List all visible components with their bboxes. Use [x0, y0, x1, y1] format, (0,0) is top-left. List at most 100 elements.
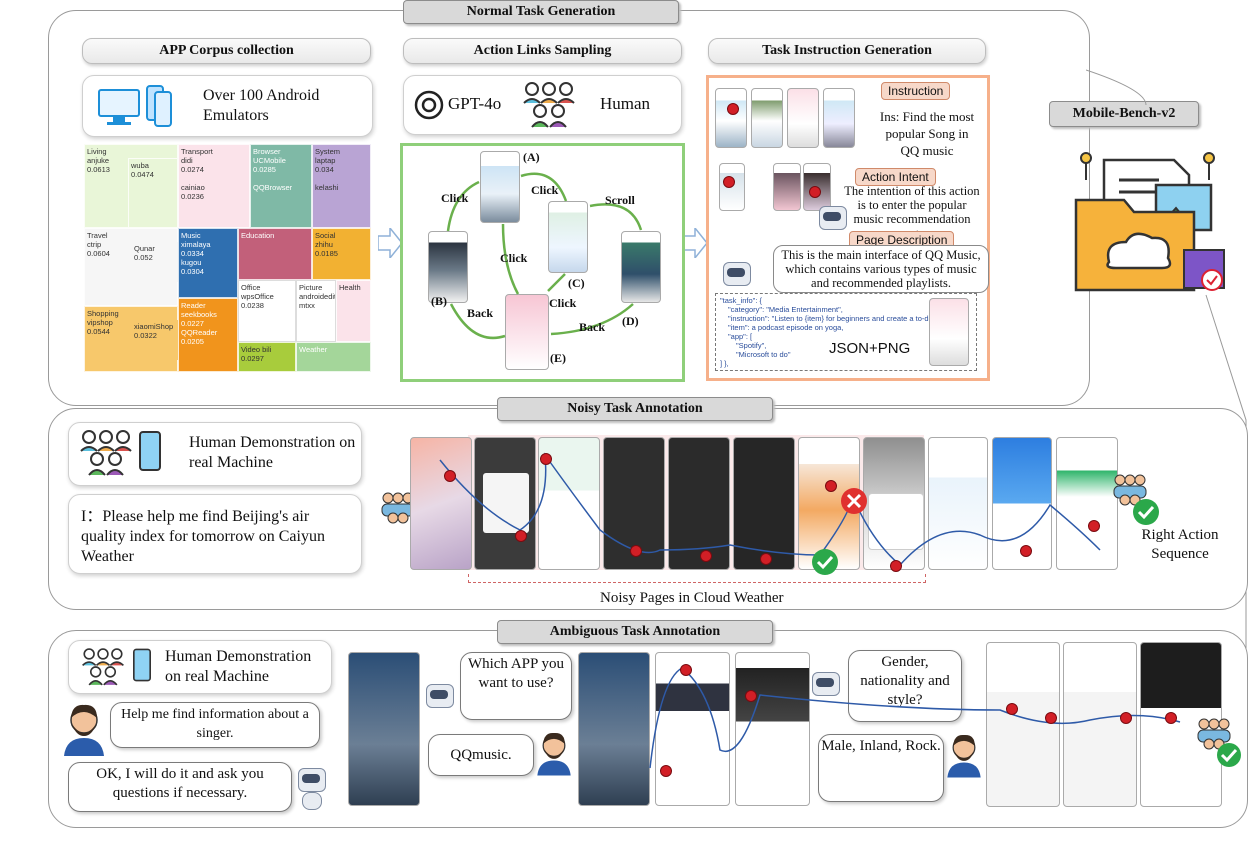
treemap-health: Health	[336, 280, 371, 342]
node-e-label: (E)	[550, 351, 566, 365]
noisy-demo-text: Human Demonstration on real Machine	[189, 434, 356, 471]
tap-dot	[723, 176, 735, 188]
right-sequence-label: Right Action Sequence	[1141, 527, 1219, 562]
noisy-task-title: Noisy Task Annotation	[497, 397, 773, 421]
dialog-box	[483, 473, 529, 533]
dialog-box	[868, 493, 924, 550]
treemap-education: Education	[238, 228, 312, 280]
check-icon	[1133, 499, 1159, 525]
people-icon	[82, 648, 124, 686]
right-screen-3	[1056, 437, 1118, 570]
check-icon	[812, 549, 838, 575]
action-label: Click	[441, 191, 469, 205]
tap-dot	[727, 103, 739, 115]
gpt-label: GPT-4o	[448, 94, 502, 113]
node-a-label: (A)	[523, 150, 540, 164]
normal-task-title: Normal Task Generation	[403, 0, 679, 24]
node-d-label: (D)	[622, 314, 639, 328]
tap-dot	[515, 530, 527, 542]
folder-cloud-icon	[1074, 152, 1225, 292]
page-text: This is the main interface of QQ Music, …	[773, 245, 989, 293]
screen-a	[480, 151, 520, 223]
user-avatar-icon	[537, 732, 571, 776]
instruction-panel: Instruction Ins: Find the most popular S…	[706, 75, 990, 381]
tap-dot	[1120, 712, 1132, 724]
gpt-human-card: GPT-4o Human	[403, 75, 682, 135]
crowd-icon	[1197, 718, 1231, 750]
action-arrows	[446, 172, 643, 340]
robot-icon	[723, 262, 751, 286]
action-label: Click	[531, 183, 559, 197]
tap-dot	[630, 545, 642, 557]
which-app-bubble: Which APP you want to use?	[460, 652, 572, 720]
tap-dot	[700, 550, 712, 562]
screen-d	[621, 231, 661, 303]
treemap-weather: Weather	[296, 342, 371, 372]
tap-dot	[444, 470, 456, 482]
male-bubble: Male, Inland, Rock.	[818, 734, 944, 802]
singer-list-2	[1063, 642, 1137, 807]
ambiguous-demo-text: Human Demonstration on real Machine	[165, 648, 312, 685]
json-block: "task_info": { "category": "Media Entert…	[715, 293, 977, 371]
noisy-pages-label: Noisy Pages in Cloud Weather	[600, 590, 784, 606]
gender-bubble: Gender, nationality and style?	[848, 650, 962, 722]
openai-icon	[414, 90, 444, 120]
phone-icon	[139, 431, 161, 471]
tap-dot	[1020, 545, 1032, 557]
check-icon	[1217, 743, 1241, 767]
json-line: "Microsoft to do"	[736, 350, 791, 359]
crowd-icon	[1113, 474, 1147, 506]
error-icon	[841, 488, 867, 514]
app-grid-screen	[578, 652, 650, 806]
instr-screen	[823, 88, 855, 148]
instruction-text: Ins: Find the most popular Song in QQ mu…	[879, 109, 975, 158]
tap-dot	[890, 560, 902, 572]
user-avatar-icon	[64, 704, 104, 756]
treemap-video: Video bili 0.0297	[238, 342, 296, 372]
screen-c	[548, 201, 588, 273]
noisy-screen-2	[474, 437, 536, 570]
robot-body	[302, 792, 322, 810]
json-line: "item": a podcast episode on yoga,	[728, 323, 844, 332]
ambiguous-trajectory	[649, 667, 1181, 769]
instr-screen	[715, 88, 747, 148]
qqmusic-bubble: QQmusic.	[428, 734, 534, 776]
json-png-label: JSON+PNG	[829, 340, 911, 357]
people-icon	[80, 430, 132, 476]
tap-dot	[809, 186, 821, 198]
instr-screen	[787, 88, 819, 148]
instr-title: Task Instruction Generation	[708, 38, 986, 64]
screen-b	[428, 231, 468, 303]
intent-tag: Action Intent	[855, 168, 936, 186]
action-label: Click	[500, 251, 528, 265]
tap-dot	[540, 453, 552, 465]
ambiguous-demo-card: Human Demonstration on real Machine	[68, 640, 332, 694]
noisy-trajectory	[439, 452, 1101, 567]
robot-icon	[426, 684, 454, 708]
flow-arrow-icon	[683, 228, 707, 258]
links-title: Action Links Sampling	[403, 38, 682, 64]
json-line: "instruction": "Listen to {item} for beg…	[728, 314, 951, 323]
json-line: "category": "Media Entertainment",	[728, 305, 843, 314]
help-bubble: Help me find information about a singer.	[110, 702, 320, 748]
node-b-label: (B)	[431, 294, 447, 308]
instr-screen	[929, 298, 969, 366]
tap-dot	[1165, 712, 1177, 724]
json-line: "Spotify",	[736, 341, 767, 350]
instruction-tag: Instruction	[881, 82, 951, 100]
mobile-bench-title: Mobile-Bench-v2	[1049, 101, 1199, 127]
home-screen	[348, 652, 420, 806]
robot-icon	[298, 768, 326, 792]
